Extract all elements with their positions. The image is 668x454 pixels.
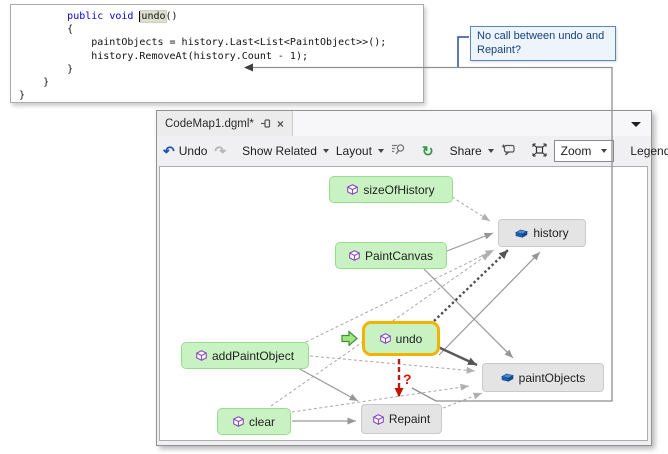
code-line: history.RemoveAt(history.Count - 1); <box>19 50 308 62</box>
highlighted-symbol: undo <box>140 10 167 23</box>
undo-icon: ↶ <box>163 143 175 159</box>
codemap-window: CodeMap1.dgml* × ↶ Undo ↷ Show Related <box>156 110 668 446</box>
chevron-down-icon <box>377 149 384 153</box>
field-icon <box>515 229 529 238</box>
code-line: } <box>19 63 74 75</box>
refresh-button[interactable]: ↻ <box>422 143 434 160</box>
add-comment-icon <box>501 143 516 159</box>
show-related-dropdown[interactable]: Show Related <box>242 144 329 158</box>
code-line: { <box>19 24 74 36</box>
node-addPaintObject[interactable]: addPaintObject <box>181 342 309 369</box>
zoom-to-fit-button[interactable] <box>532 142 547 160</box>
text-caret <box>139 11 141 22</box>
node-paintObjects[interactable]: paintObjects <box>482 363 604 392</box>
node-Repaint[interactable]: Repaint <box>361 404 442 434</box>
codemap-toolbar: ↶ Undo ↷ Show Related Layout <box>157 136 668 166</box>
undo-button[interactable]: ↶ Undo <box>163 143 208 159</box>
code-line: } <box>19 77 50 89</box>
node-sizeOfHistory[interactable]: sizeOfHistory <box>329 176 453 203</box>
rerun-query-button[interactable] <box>391 143 406 159</box>
code-line: } <box>19 90 26 102</box>
field-icon <box>500 373 514 382</box>
chevron-down-icon <box>487 149 494 153</box>
chevron-down-icon <box>601 149 608 153</box>
node-PaintCanvas[interactable]: PaintCanvas <box>335 242 447 269</box>
node-clear[interactable]: clear <box>217 408 291 435</box>
code-line: public void undo() <box>67 10 178 23</box>
zoom-dropdown[interactable]: Zoom <box>553 140 615 162</box>
layout-dropdown[interactable]: Layout <box>336 144 384 158</box>
window-dropdown-icon[interactable] <box>631 122 641 127</box>
code-line: paintObjects = history.Last<List<PaintOb… <box>19 37 387 49</box>
method-icon <box>372 413 384 425</box>
refresh-icon: ↻ <box>421 142 434 159</box>
close-icon[interactable]: × <box>276 116 284 131</box>
add-comment-button[interactable] <box>501 143 516 159</box>
redo-button[interactable]: ↷ <box>214 144 226 158</box>
annotation-tooltip: No call between undo and Repaint? <box>470 26 616 61</box>
method-icon <box>379 333 391 344</box>
method-icon <box>233 416 244 427</box>
pin-icon[interactable] <box>260 118 271 129</box>
legend-button[interactable]: Legend <box>630 144 668 158</box>
tab-strip: CodeMap1.dgml* × <box>157 111 651 136</box>
share-dropdown[interactable]: Share <box>450 144 494 158</box>
rerun-query-icon <box>391 143 406 159</box>
zoom-to-fit-icon <box>532 142 547 160</box>
graph-canvas[interactable] <box>159 166 648 441</box>
method-icon <box>347 184 359 195</box>
code-editor-window: public void undo() { paintObjects = hist… <box>10 4 424 103</box>
node-history[interactable]: history <box>498 219 586 247</box>
method-icon <box>196 350 207 361</box>
method-icon <box>349 250 360 261</box>
tooltip-connector <box>457 36 469 67</box>
tab-title: CodeMap1.dgml* <box>165 117 254 130</box>
tab-codemap[interactable]: CodeMap1.dgml* × <box>157 111 293 136</box>
node-undo-selected[interactable]: undo <box>362 321 440 356</box>
redo-icon: ↷ <box>214 143 227 159</box>
missing-call-question-mark: ? <box>403 371 412 387</box>
chevron-down-icon <box>322 149 329 153</box>
